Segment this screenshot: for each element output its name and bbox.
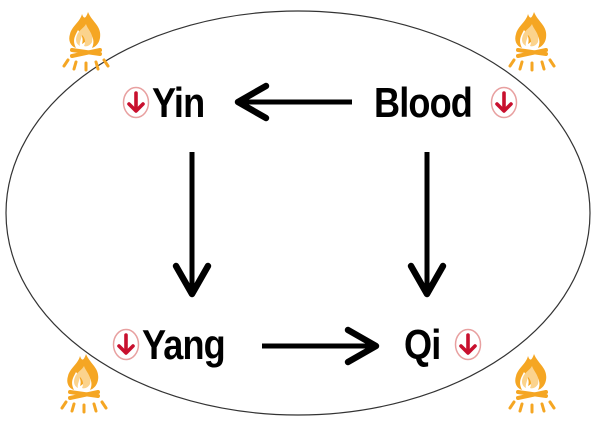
red-down-arrow-icon: [490, 86, 518, 119]
node-blood-label: Blood: [374, 79, 473, 126]
red-down-arrow-icon: [112, 328, 140, 361]
red-down-arrow-icon: [122, 86, 150, 119]
node-qi-label: Qi: [404, 321, 441, 368]
flame-icon: [508, 352, 556, 414]
red-down-arrow-icon: [454, 328, 482, 361]
flame-icon: [60, 352, 108, 414]
boundary-ellipse: [5, 10, 591, 416]
flame-icon: [62, 10, 110, 72]
flame-icon: [508, 10, 556, 72]
node-yin-label: Yin: [152, 79, 205, 126]
node-yang-label: Yang: [142, 321, 226, 368]
